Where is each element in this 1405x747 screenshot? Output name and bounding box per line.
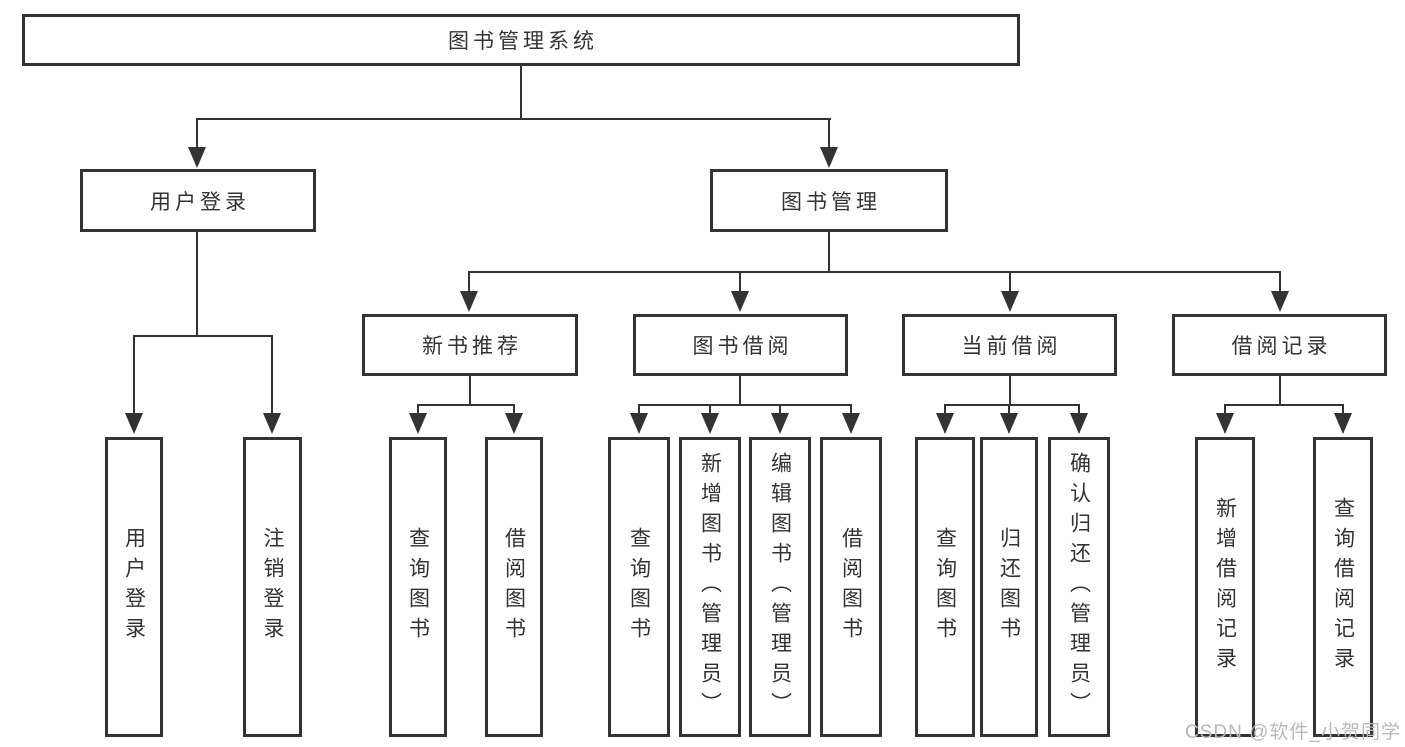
v-line (1009, 376, 1011, 406)
bus-line (638, 404, 852, 406)
arrow-drop (936, 404, 954, 434)
leaf-query-books-current-label: 查询图书 (933, 527, 957, 647)
leaf-add-books-admin: 新增图书（管理员） (679, 437, 741, 737)
arrow-drop (1216, 404, 1234, 434)
v-line (520, 66, 522, 119)
leaf-logout-label: 注销登录 (261, 527, 284, 647)
bus-line (944, 404, 1080, 406)
arrow-drop (1070, 404, 1088, 434)
leaf-query-books-recommend-label: 查询图书 (406, 527, 430, 647)
leaf-query-borrow-record: 查询借阅记录 (1313, 437, 1373, 737)
node-borrow-records: 借阅记录 (1172, 314, 1387, 376)
node-current-borrowing: 当前借阅 (902, 314, 1117, 376)
leaf-user-login-label: 用户登录 (122, 527, 146, 647)
leaf-query-books-borrowing: 查询图书 (608, 437, 670, 737)
leaf-confirm-return-admin: 确认归还（管理员） (1048, 437, 1110, 737)
arrow-drop (842, 404, 860, 434)
arrow-drop (701, 404, 719, 434)
node-book-borrowing-label: 图书借阅 (692, 335, 793, 358)
arrow-drop (1001, 271, 1019, 312)
leaf-edit-books-admin: 编辑图书（管理员） (749, 437, 811, 737)
arrow-drop (263, 335, 281, 434)
leaf-query-books-current: 查询图书 (915, 437, 975, 737)
leaf-query-books-borrowing-label: 查询图书 (627, 527, 651, 647)
leaf-borrow-books-label: 借阅图书 (839, 527, 863, 647)
arrow-drop (820, 118, 838, 168)
bus-line (417, 404, 515, 406)
arrow-drop (1334, 404, 1352, 434)
csdn-watermark: CSDN @软件_小贺同学 (1185, 722, 1401, 743)
bus-line (1224, 404, 1344, 406)
arrow-drop (731, 271, 749, 312)
leaf-borrow-books-recommend: 借阅图书 (485, 437, 543, 737)
node-book-management-label: 图书管理 (781, 190, 881, 214)
v-line (739, 376, 741, 406)
leaf-add-borrow-record: 新增借阅记录 (1195, 437, 1255, 737)
v-line (1279, 376, 1281, 406)
leaf-query-borrow-record-label: 查询借阅记录 (1331, 497, 1355, 677)
v-line (469, 376, 471, 406)
bus-line (468, 271, 1281, 273)
node-new-book-recommend: 新书推荐 (362, 314, 578, 376)
leaf-confirm-return-admin-label: 确认归还（管理员） (1067, 452, 1091, 722)
leaf-query-books-recommend: 查询图书 (389, 437, 447, 737)
leaf-return-books-label: 归还图书 (997, 527, 1021, 647)
node-user-login-label: 用户登录 (150, 190, 250, 214)
arrow-drop (409, 404, 427, 434)
v-line (828, 232, 830, 273)
arrow-drop (125, 335, 143, 434)
leaf-add-books-admin-label: 新增图书（管理员） (698, 452, 722, 722)
node-current-borrowing-label: 当前借阅 (961, 335, 1062, 358)
node-user-login: 用户登录 (80, 169, 316, 232)
arrow-drop (1000, 404, 1018, 434)
arrow-drop (188, 118, 206, 168)
arrow-drop (1271, 271, 1289, 312)
leaf-user-login: 用户登录 (105, 437, 163, 737)
leaf-return-books: 归还图书 (980, 437, 1038, 737)
node-library-system: 图书管理系统 (22, 14, 1020, 66)
node-book-management: 图书管理 (710, 169, 948, 232)
arrow-drop (630, 404, 648, 434)
node-borrow-records-label: 借阅记录 (1231, 335, 1332, 358)
arrow-drop (505, 404, 523, 434)
node-new-book-recommend-label: 新书推荐 (422, 335, 522, 358)
arrow-drop (460, 271, 478, 312)
leaf-edit-books-admin-label: 编辑图书（管理员） (768, 452, 792, 722)
leaf-logout: 注销登录 (243, 437, 302, 737)
node-book-borrowing: 图书借阅 (633, 314, 848, 376)
arrow-drop (771, 404, 789, 434)
bus-line (196, 118, 831, 120)
node-library-system-label: 图书管理系统 (448, 30, 598, 53)
leaf-add-borrow-record-label: 新增借阅记录 (1213, 497, 1237, 677)
leaf-borrow-books: 借阅图书 (820, 437, 882, 737)
bus-line (133, 335, 273, 337)
v-line (196, 232, 198, 337)
leaf-borrow-books-recommend-label: 借阅图书 (502, 527, 526, 647)
